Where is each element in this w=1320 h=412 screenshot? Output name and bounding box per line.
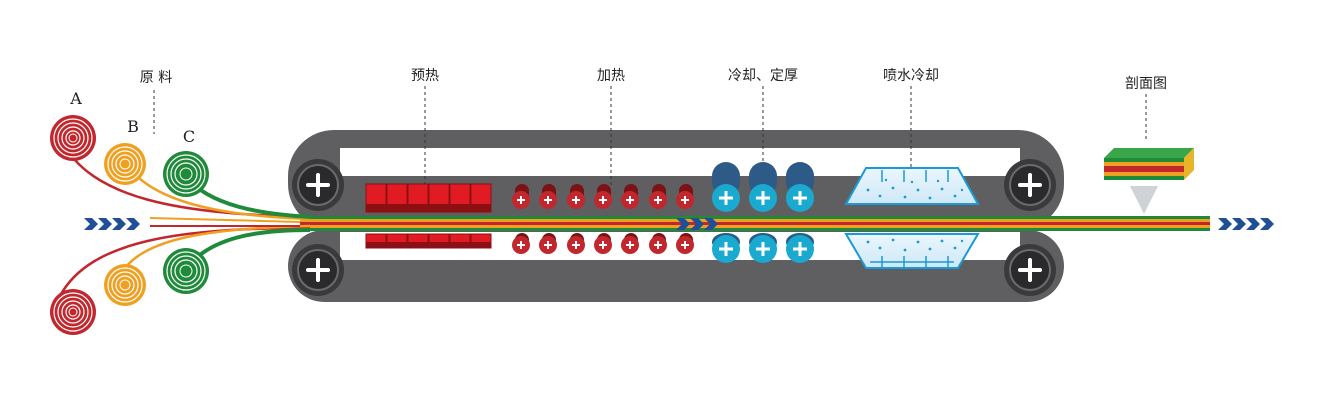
label-preheat: 预热	[411, 68, 439, 84]
plus-icon	[1018, 258, 1042, 282]
preheat-blocks-top	[365, 183, 492, 213]
roll-c-top	[163, 151, 209, 197]
label-raw-material: 原 料	[140, 70, 172, 86]
feed-strands	[58, 137, 311, 297]
heating-rollers-bottom	[512, 233, 694, 254]
chevron-right-icon	[1218, 218, 1274, 230]
roll-b-bottom	[104, 264, 146, 306]
plus-icon	[306, 173, 330, 197]
cooling-rollers-bottom	[712, 233, 814, 263]
plus-icon	[306, 258, 330, 282]
roll-c-bottom	[163, 248, 209, 294]
drive-wheel-bottom-right	[1004, 244, 1056, 296]
chevron-right-icon	[676, 218, 718, 230]
label-spray-cooling: 喷水冷却	[883, 68, 939, 84]
drive-wheel-top-right	[1004, 159, 1056, 211]
chevron-right-icon	[84, 218, 140, 230]
preheat-blocks-bottom	[365, 233, 492, 249]
label-roll-b: B	[127, 117, 139, 136]
roll-a-top	[50, 115, 96, 161]
leader-lines	[153, 86, 1147, 186]
spray-box-bottom	[844, 233, 980, 269]
drive-wheel-top-left	[292, 159, 344, 211]
heating-rollers-top	[512, 184, 694, 209]
cooling-rollers-top	[712, 162, 814, 212]
label-roll-c: C	[183, 127, 195, 146]
drive-wheel-bottom-left	[292, 244, 344, 296]
arrow-down-icon	[1130, 186, 1158, 214]
label-cross-section: 剖面图	[1125, 76, 1167, 92]
spray-box-top	[844, 167, 980, 205]
cross-section-sample	[1104, 148, 1194, 180]
label-heating: 加热	[597, 68, 625, 84]
label-cooling-thickness: 冷却、定厚	[728, 68, 798, 84]
roll-a-bottom	[50, 289, 96, 335]
plus-icon	[1018, 173, 1042, 197]
label-roll-a: A	[69, 89, 82, 108]
material-strip	[300, 216, 1210, 231]
roll-b-top	[104, 143, 146, 185]
